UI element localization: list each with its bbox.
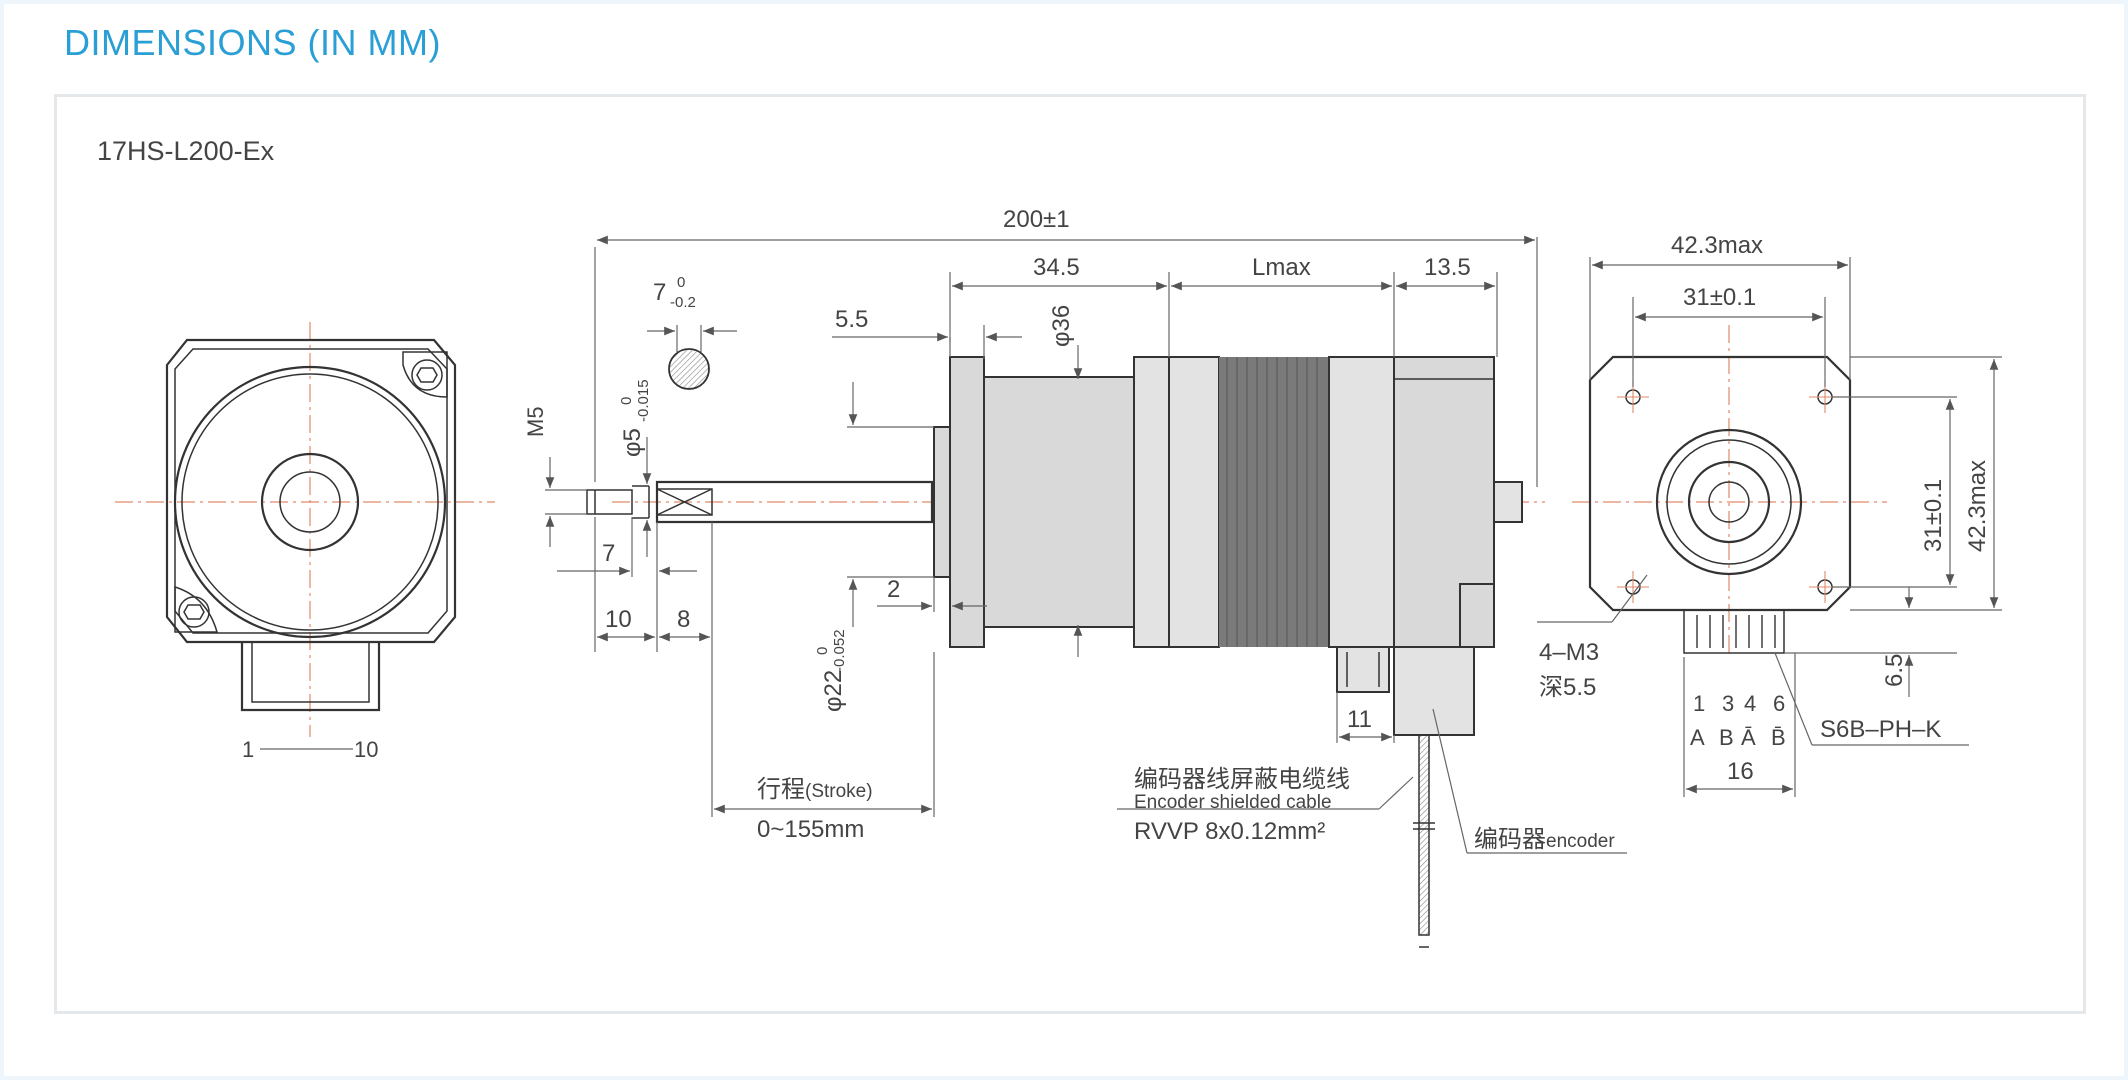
pin-range-start: 1 xyxy=(242,737,254,762)
dim-connector-width-16: 16 xyxy=(1727,758,1754,785)
dim-flat-width: 7 xyxy=(653,279,666,306)
dim-hole-spacing: 31±0.1 xyxy=(1683,284,1756,311)
cable-spec: RVVP 8x0.12mm² xyxy=(1134,818,1325,845)
cable-label-en: Encoder shielded cable xyxy=(1134,792,1332,813)
dimension-drawing: 17HS-L200-Ex xyxy=(97,136,2002,948)
hole-depth-label: 深5.5 xyxy=(1539,674,1596,701)
connector-model: S6B–PH–K xyxy=(1820,716,1941,743)
page: DIMENSIONS (IN MM) 17HS-L200-Ex xyxy=(4,4,2124,1076)
dim-encoder-length: 13.5 xyxy=(1424,254,1471,281)
dim-pilot-tol-lower: -0.052 xyxy=(831,629,848,672)
dim-motor-length: Lmax xyxy=(1252,254,1311,281)
dim-hole-spacing-v: 31±0.1 xyxy=(1920,479,1947,552)
dim-flat-tol-lower: -0.2 xyxy=(670,294,696,311)
model-label: 17HS-L200-Ex xyxy=(97,136,275,166)
dim-shaft-tol-upper: 0 xyxy=(618,397,635,405)
pin-phase-b: B xyxy=(1719,725,1734,750)
stroke-label: 行程(Stroke) xyxy=(757,776,873,803)
pin-phase-a-bar: Ā xyxy=(1741,725,1756,750)
side-view: 200±1 34.5 Lmax 13.5 5.5 xyxy=(523,206,1627,948)
pin-number-6: 6 xyxy=(1773,691,1785,716)
pin-number-4: 4 xyxy=(1744,691,1756,716)
dim-shaft-tol-lower: -0.015 xyxy=(635,379,652,422)
dim-len-10: 10 xyxy=(605,606,632,633)
encoder-label: 编码器encoder xyxy=(1474,826,1615,853)
dim-max-width: 42.3max xyxy=(1671,232,1763,259)
end-view: 42.3max 31±0.1 31±0.1 42.3max xyxy=(1537,232,2002,797)
dim-body-diameter: φ36 xyxy=(1048,305,1075,347)
dim-thread-length: 7 xyxy=(602,540,615,567)
front-view: 1 10 xyxy=(115,322,495,762)
dim-flat-tol-upper: 0 xyxy=(677,274,685,291)
dim-pilot-diameter: φ22 xyxy=(820,670,847,712)
dim-shaft-thread: M5 xyxy=(523,406,548,437)
dim-overall-length: 200±1 xyxy=(1003,206,1070,233)
dim-flange-thickness: 5.5 xyxy=(835,306,868,333)
pin-range-end: 10 xyxy=(354,737,378,762)
dim-connector-height: 6.5 xyxy=(1881,654,1908,687)
mount-holes-label: 4–M3 xyxy=(1539,639,1599,666)
drawing-frame: 17HS-L200-Ex xyxy=(54,94,2086,1014)
dim-max-height: 42.3max xyxy=(1964,460,1991,552)
stroke-value: 0~155mm xyxy=(757,816,864,843)
pin-phase-a: A xyxy=(1690,725,1705,750)
dim-shaft-diameter: φ5 xyxy=(619,428,646,457)
pin-phase-b-bar: B̄ xyxy=(1771,725,1786,750)
pin-number-1: 1 xyxy=(1693,691,1705,716)
dim-len-8: 8 xyxy=(677,606,690,633)
pin-number-3: 3 xyxy=(1722,691,1734,716)
cable-label-cn: 编码器线屏蔽电缆线 xyxy=(1134,766,1350,793)
dim-connector-width: 11 xyxy=(1347,706,1372,733)
page-title: DIMENSIONS (IN MM) xyxy=(64,22,441,63)
dim-pilot-height: 2 xyxy=(887,576,900,603)
dim-pilot-tol-upper: 0 xyxy=(814,647,831,655)
dim-flange-to-coil: 34.5 xyxy=(1033,254,1080,281)
